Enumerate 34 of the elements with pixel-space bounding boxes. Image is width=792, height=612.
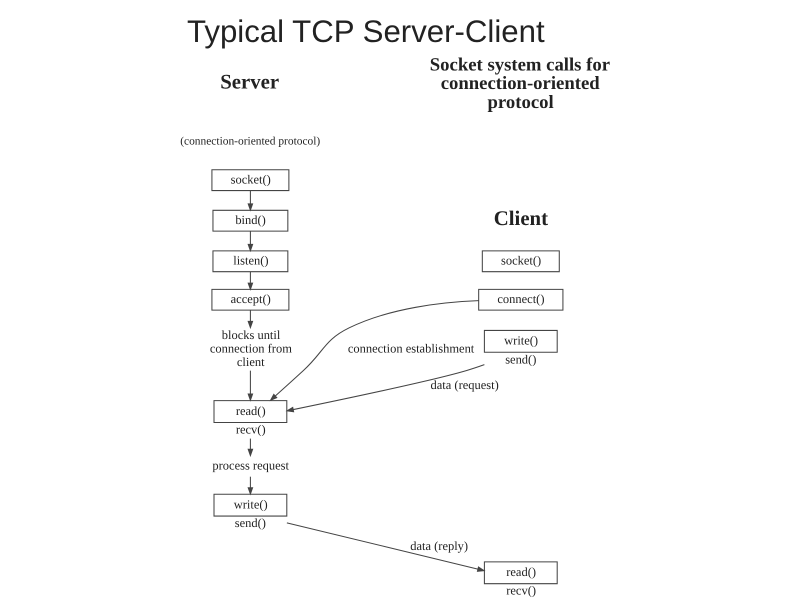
label: (connection-oriented protocol) bbox=[180, 136, 320, 148]
node-box: accept() bbox=[211, 288, 290, 311]
node-box: socket() bbox=[482, 250, 560, 272]
arrow bbox=[286, 364, 485, 412]
arrow bbox=[247, 310, 254, 330]
node-box: read() bbox=[213, 400, 288, 423]
arrow bbox=[247, 370, 254, 402]
edge-label: data (reply) bbox=[410, 538, 468, 553]
node-box: socket() bbox=[211, 169, 290, 192]
node-label: recv() bbox=[506, 584, 536, 598]
label: Server bbox=[220, 70, 280, 94]
arrow bbox=[247, 190, 254, 212]
node-box: write() bbox=[213, 494, 288, 517]
arrow bbox=[247, 476, 254, 496]
node-label: recv() bbox=[236, 422, 266, 437]
edge-label: connection establishment bbox=[348, 341, 474, 356]
node-box: bind() bbox=[212, 210, 288, 232]
node-box: read() bbox=[484, 561, 558, 584]
arrow bbox=[247, 231, 254, 252]
node-box: write() bbox=[484, 330, 558, 353]
arrow bbox=[286, 522, 486, 572]
node-box: listen() bbox=[212, 250, 288, 272]
arrow bbox=[247, 438, 254, 458]
arrow bbox=[269, 300, 479, 402]
node-text: process request bbox=[212, 458, 289, 472]
edge-label: data (request) bbox=[430, 378, 499, 392]
diagram-title: Typical TCP Server-Client bbox=[187, 14, 545, 49]
label: Socket system calls for connection-oriented protocol bbox=[430, 54, 610, 113]
label: Client bbox=[494, 206, 548, 230]
node-label: send() bbox=[505, 352, 536, 366]
node-box: connect() bbox=[478, 288, 564, 311]
arrow bbox=[247, 272, 254, 291]
node-text: blocks until connection from client bbox=[210, 328, 292, 369]
node-label: send() bbox=[234, 516, 266, 530]
